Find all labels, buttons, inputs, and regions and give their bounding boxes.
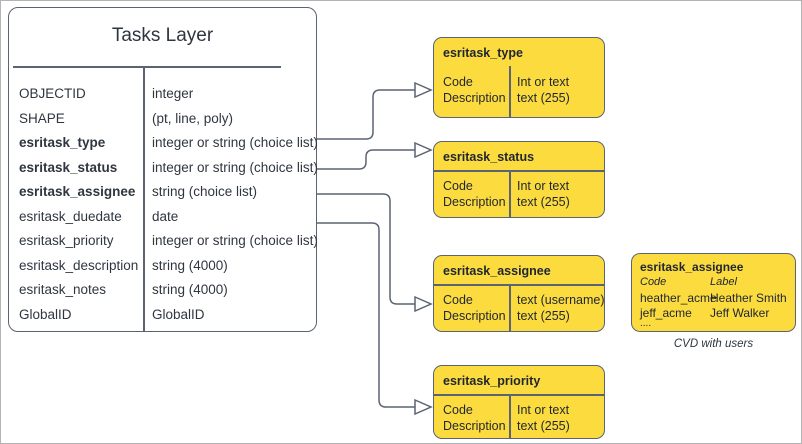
domain-right-line: Int or text (517, 179, 570, 193)
connector-status (317, 141, 433, 170)
domain-right-line: text (255) (517, 91, 570, 105)
domain-right-line: text (255) (517, 309, 570, 323)
cvd-cell-label: Jeff Walker (710, 306, 770, 320)
domain-right-line: Int or text (517, 75, 570, 89)
field-row: esritask_type integer or string (choice … (9, 135, 318, 160)
domain-right-column: Int or text text (255) (517, 402, 570, 434)
cvd-title: esritask_assignee (640, 260, 744, 274)
domain-title: esritask_assignee (443, 264, 551, 278)
field-type: integer (152, 86, 194, 101)
domain-left-column: Code Description (443, 74, 506, 106)
domain-left-column: Code Description (443, 402, 506, 434)
domain-title-divider (434, 394, 604, 396)
field-type: string (4000) (152, 257, 228, 273)
connector-type (317, 81, 433, 140)
field-row: esritask_assignee string (choice list) (9, 184, 316, 209)
domain-column-divider (509, 394, 511, 438)
domain-box-esritask-status: esritask_status Code Description Int or … (433, 141, 605, 218)
cvd-box-esritask-assignee: esritask_assignee Code Label heather_acm… (631, 253, 796, 332)
domain-left-line: Description (443, 91, 506, 105)
arrowhead-icon (414, 141, 433, 159)
domain-right-line: Int or text (517, 403, 570, 417)
field-row: esritask_priority integer or string (cho… (9, 233, 318, 258)
domain-title-divider (434, 170, 604, 172)
field-type: date (152, 208, 179, 224)
domain-column-divider (509, 284, 511, 331)
field-row: esritask_notes string (4000) (9, 282, 316, 307)
connector-assignee (317, 193, 433, 313)
field-name: SHAPE (19, 110, 65, 126)
field-row: esritask_duedate date (9, 209, 316, 234)
domain-right-line: text (username) (517, 293, 605, 307)
connector-priority (317, 222, 433, 416)
field-row: esritask_description string (4000) (9, 258, 316, 283)
field-type: (pt, line, poly) (152, 110, 234, 126)
domain-left-column: Code Description (443, 292, 506, 324)
domain-left-line: Description (443, 309, 506, 323)
cvd-cell-code: jeff_acme (640, 306, 692, 320)
field-name: esritask_assignee (19, 184, 136, 199)
entity-column-divider (143, 68, 145, 331)
field-type: string (4000) (152, 282, 228, 297)
domain-right-line: text (255) (517, 419, 570, 433)
field-type: string (choice list) (152, 184, 258, 199)
domain-title-divider (434, 284, 604, 286)
field-name: esritask_notes (19, 282, 107, 297)
domain-left-line: Description (443, 419, 506, 433)
entity-title: Tasks Layer (111, 25, 214, 46)
field-name: esritask_duedate (19, 208, 122, 224)
domain-title: esritask_priority (443, 374, 541, 388)
arrowhead-icon (414, 398, 433, 416)
domain-left-line: Code (443, 293, 473, 307)
domain-left-line: Code (443, 179, 473, 193)
domain-title: esritask_type (443, 46, 523, 60)
cvd-cell-label: Heather Smith (710, 291, 787, 305)
field-name: OBJECTID (19, 86, 86, 101)
entity-title-divider (13, 66, 281, 68)
field-row: GlobalID GlobalID (9, 307, 316, 332)
field-row: esritask_status integer or string (choic… (9, 159, 318, 185)
arrowhead-icon (414, 295, 433, 313)
field-name: GlobalID (19, 306, 72, 322)
cvd-caption: CVD with users (673, 338, 754, 350)
domain-left-line: Code (443, 75, 473, 89)
domain-right-line: text (255) (517, 195, 570, 209)
domain-right-column: Int or text text (255) (517, 178, 570, 210)
domain-column-divider (509, 66, 511, 117)
cvd-cell-code: heather_acme (640, 291, 717, 305)
cvd-ellipsis: .... (640, 318, 652, 329)
arrowhead-icon (414, 81, 433, 99)
domain-right-column: text (username) text (255) (517, 292, 605, 324)
entity-tasks-layer: Tasks Layer OBJECTID integer SHAPE (pt, … (8, 7, 318, 332)
field-row: OBJECTID integer (9, 86, 316, 111)
cvd-header-label: Label (710, 276, 737, 288)
field-type: GlobalID (152, 306, 205, 322)
entity-field-list: OBJECTID integer SHAPE (pt, line, poly) … (9, 86, 318, 332)
domain-left-column: Code Description (443, 178, 506, 210)
domain-column-divider (509, 170, 511, 217)
domain-left-line: Code (443, 403, 473, 417)
field-type: integer or string (choice list) (152, 159, 318, 175)
field-name: esritask_description (19, 257, 139, 273)
domain-box-esritask-assignee: esritask_assignee Code Description text … (433, 255, 605, 332)
domain-box-esritask-priority: esritask_priority Code Description Int o… (433, 365, 605, 439)
domain-right-column: Int or text text (255) (517, 74, 570, 106)
domain-left-line: Description (443, 195, 506, 209)
field-row: SHAPE (pt, line, poly) (9, 111, 316, 136)
cvd-header-code: Code (640, 276, 667, 288)
field-name: esritask_priority (19, 233, 114, 248)
field-name: esritask_status (19, 159, 118, 175)
domain-title: esritask_status (443, 150, 535, 164)
field-type: integer or string (choice list) (152, 135, 318, 150)
domain-box-esritask-type: esritask_type Code Description Int or te… (433, 37, 605, 118)
field-type: integer or string (choice list) (152, 233, 318, 248)
field-name: esritask_type (19, 135, 106, 150)
